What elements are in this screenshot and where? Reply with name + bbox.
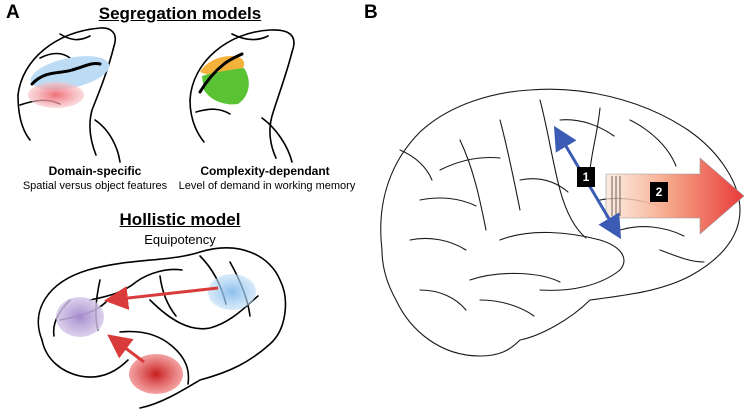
holistic-red-region xyxy=(129,354,183,394)
human-brain xyxy=(380,88,741,357)
complexity-green-region xyxy=(202,68,249,105)
badge-2: 2 xyxy=(650,182,668,202)
panel-a-letter: A xyxy=(6,2,20,23)
holistic-blue-region xyxy=(208,274,256,310)
complexity-title: Complexity-dependant xyxy=(200,164,330,178)
badge-1: 1 xyxy=(577,167,595,187)
holistic-arrow-blue-to-purple xyxy=(104,286,219,310)
complexity-brain xyxy=(189,29,295,163)
panel-b-letter: B xyxy=(364,2,378,23)
rostral-arrow xyxy=(605,157,745,235)
domain-specific-title: Domain-specific xyxy=(48,164,142,178)
domain-pink-region xyxy=(28,82,84,108)
holistic-subtitle: Equipotency xyxy=(144,232,216,247)
domain-sulcus-line xyxy=(30,62,102,86)
domain-specific-subtitle: Spatial versus object features xyxy=(22,180,168,192)
holistic-purple-region xyxy=(56,297,104,337)
complexity-subtitle: Level of demand in working memory xyxy=(178,180,356,192)
segregation-title: Segregation models xyxy=(98,4,262,23)
domain-specific-brain xyxy=(17,27,121,163)
complexity-sulcus-line xyxy=(198,52,244,94)
holistic-arrow-red-to-purple xyxy=(107,334,145,364)
holistic-title: Hollistic model xyxy=(119,210,241,229)
